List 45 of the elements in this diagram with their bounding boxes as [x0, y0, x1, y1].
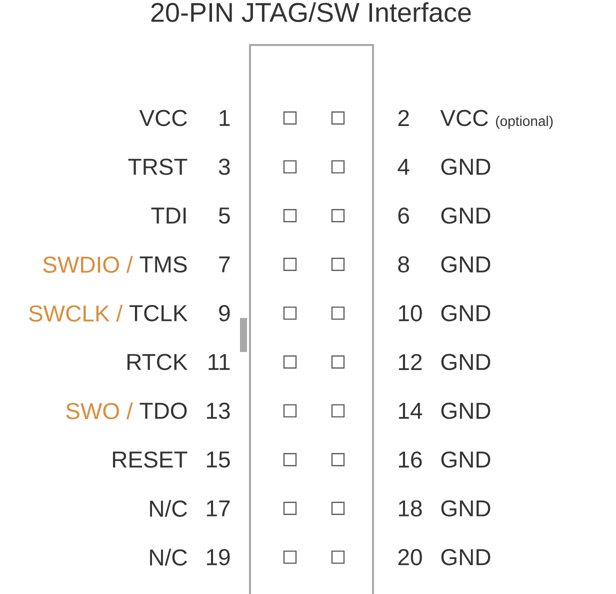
signal-name: TCLK	[130, 305, 188, 322]
signal-name: GND	[441, 256, 490, 273]
pin-number: 11	[208, 354, 230, 370]
note: (optional)	[496, 116, 553, 129]
pin-number: 3	[218, 158, 230, 175]
signal-name: RTCK	[128, 354, 188, 370]
signal-name: GND	[441, 451, 490, 468]
signal-name: SWCLK /	[29, 304, 123, 322]
signal-name: TDI	[151, 208, 186, 224]
pin-number: 10	[398, 305, 422, 322]
pin-number: 1	[220, 110, 230, 126]
pin-number: 2	[398, 110, 409, 126]
pin-number: 8	[398, 256, 409, 273]
signal-name: GND	[441, 354, 490, 370]
signal-name: GND	[441, 207, 490, 224]
signal-name: N/C	[150, 548, 187, 566]
pin-number: 5	[218, 208, 230, 224]
pin-number: 16	[398, 451, 422, 468]
signal-name: TRST	[128, 158, 188, 175]
pin-number: 13	[206, 402, 230, 419]
pin-number: 6	[398, 207, 409, 224]
title: 20-PIN JTAG/SW Interface	[151, 2, 471, 22]
pin-number: 15	[206, 452, 230, 468]
pin-number: 17	[206, 500, 230, 516]
pin-number: 12	[398, 354, 422, 370]
pin-number: 18	[398, 500, 422, 517]
signal-name: RESET	[113, 451, 188, 468]
signal-name: VCC	[139, 110, 187, 126]
signal-name: N/C	[150, 500, 187, 517]
signal-name: TDO	[140, 402, 187, 419]
pin-number: 7	[219, 256, 230, 272]
pin-number: 20	[398, 549, 422, 566]
signal-name: GND	[441, 549, 490, 566]
signal-name: GND	[441, 402, 490, 419]
signal-name: TMS	[140, 256, 187, 273]
signal-name: SWDIO /	[43, 256, 133, 273]
pin-number: 4	[398, 158, 410, 175]
signal-name: SWO /	[66, 402, 133, 420]
signal-name: GND	[441, 158, 490, 175]
signal-name: VCC	[440, 110, 488, 126]
pin-number: 14	[398, 402, 422, 419]
signal-name: GND	[441, 500, 490, 517]
pin-number: 9	[219, 305, 230, 322]
pin-number: 19	[206, 549, 230, 566]
signal-name: GND	[441, 305, 490, 322]
